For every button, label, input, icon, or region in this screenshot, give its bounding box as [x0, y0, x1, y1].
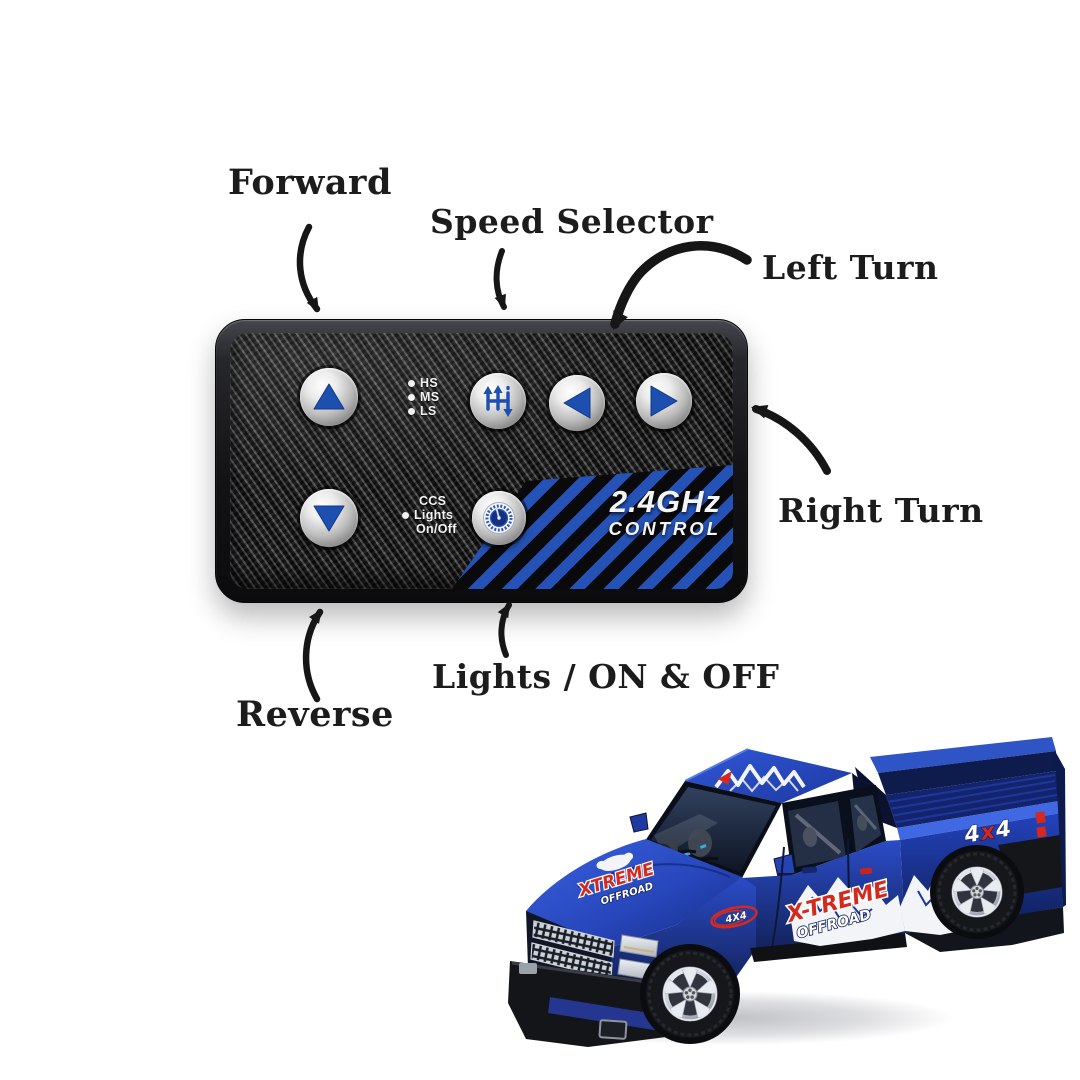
svg-text:4X4: 4X4 [724, 910, 749, 926]
side-mirror-far [629, 812, 649, 833]
reverse-arrow [302, 608, 324, 703]
fender-badge: 4X4 [710, 905, 758, 929]
hs-label: HS [420, 376, 438, 390]
up-arrow-icon [313, 383, 345, 410]
carbon-fiber-panel: 2.4GHz CONTROL HS MS LS CC [230, 333, 733, 589]
lights-arrow [498, 602, 512, 658]
right-turn-arrow [752, 405, 831, 475]
frequency-label: 2.4GHz [609, 484, 721, 519]
rocker-panel [750, 933, 907, 962]
left-turn-arrow [610, 241, 752, 329]
brand-block: 2.4GHz CONTROL [609, 486, 721, 539]
right-turn-button[interactable] [636, 373, 692, 429]
ms-label: MS [420, 390, 440, 404]
lights-dial-button[interactable] [472, 491, 526, 545]
label-lights-on-off: Lights / ON & OFF [432, 657, 780, 696]
forward-arrow [296, 223, 321, 313]
lights-row: Lights [402, 508, 457, 522]
fog-lamp [598, 1019, 628, 1040]
rc-controller: 2.4GHz CONTROL HS MS LS CC [215, 319, 748, 603]
hs-led-dot [408, 379, 415, 387]
ls-led-dot [408, 407, 415, 415]
label-reverse: Reverse [236, 694, 394, 735]
aux-indicators: CCS Lights On/Off [402, 494, 457, 536]
front-wheel [640, 944, 740, 1044]
control-label: CONTROL [608, 518, 721, 539]
door-handle-rear [859, 867, 873, 875]
forward-button[interactable] [300, 368, 358, 426]
left-turn-button[interactable] [549, 375, 605, 431]
speed-mode-ls: LS [408, 404, 439, 418]
speed-mode-ms: MS [408, 390, 439, 404]
label-right-turn: Right Turn [778, 491, 984, 530]
roof-decal [714, 764, 806, 793]
label-left-turn: Left Turn [762, 248, 939, 287]
onoff-row: On/Off [402, 522, 457, 536]
ccs-label: CCS [419, 494, 447, 508]
lights-label: Lights [414, 508, 454, 522]
speed-mode-indicators: HS MS LS [408, 376, 439, 418]
rear-wheel [930, 845, 1024, 939]
lights-led-dot [402, 511, 409, 519]
ms-led-dot [408, 393, 415, 401]
dial-gauge-icon [483, 502, 515, 534]
left-arrow-icon [563, 387, 591, 419]
truck-image: 4x4 [432, 737, 1066, 1054]
ls-label: LS [420, 404, 437, 418]
corner-marker [519, 963, 537, 974]
label-speed-selector: Speed Selector [430, 202, 714, 241]
blue-stripe-zone [452, 465, 733, 589]
speed-selector-button[interactable] [470, 373, 526, 429]
bed-4x4-decal: 4x4 [962, 816, 1013, 848]
gear-shift-icon [483, 385, 513, 417]
ccs-row: CCS [402, 494, 457, 508]
right-arrow-icon [650, 385, 678, 417]
label-forward: Forward [228, 162, 392, 203]
speed-selector-arrow [493, 248, 507, 310]
onoff-label: On/Off [416, 522, 457, 536]
speed-mode-hs: HS [408, 376, 439, 390]
rear-red-decal [1035, 811, 1046, 824]
down-arrow-icon [313, 505, 345, 532]
reverse-button[interactable] [300, 489, 358, 547]
door-handle [801, 866, 818, 874]
